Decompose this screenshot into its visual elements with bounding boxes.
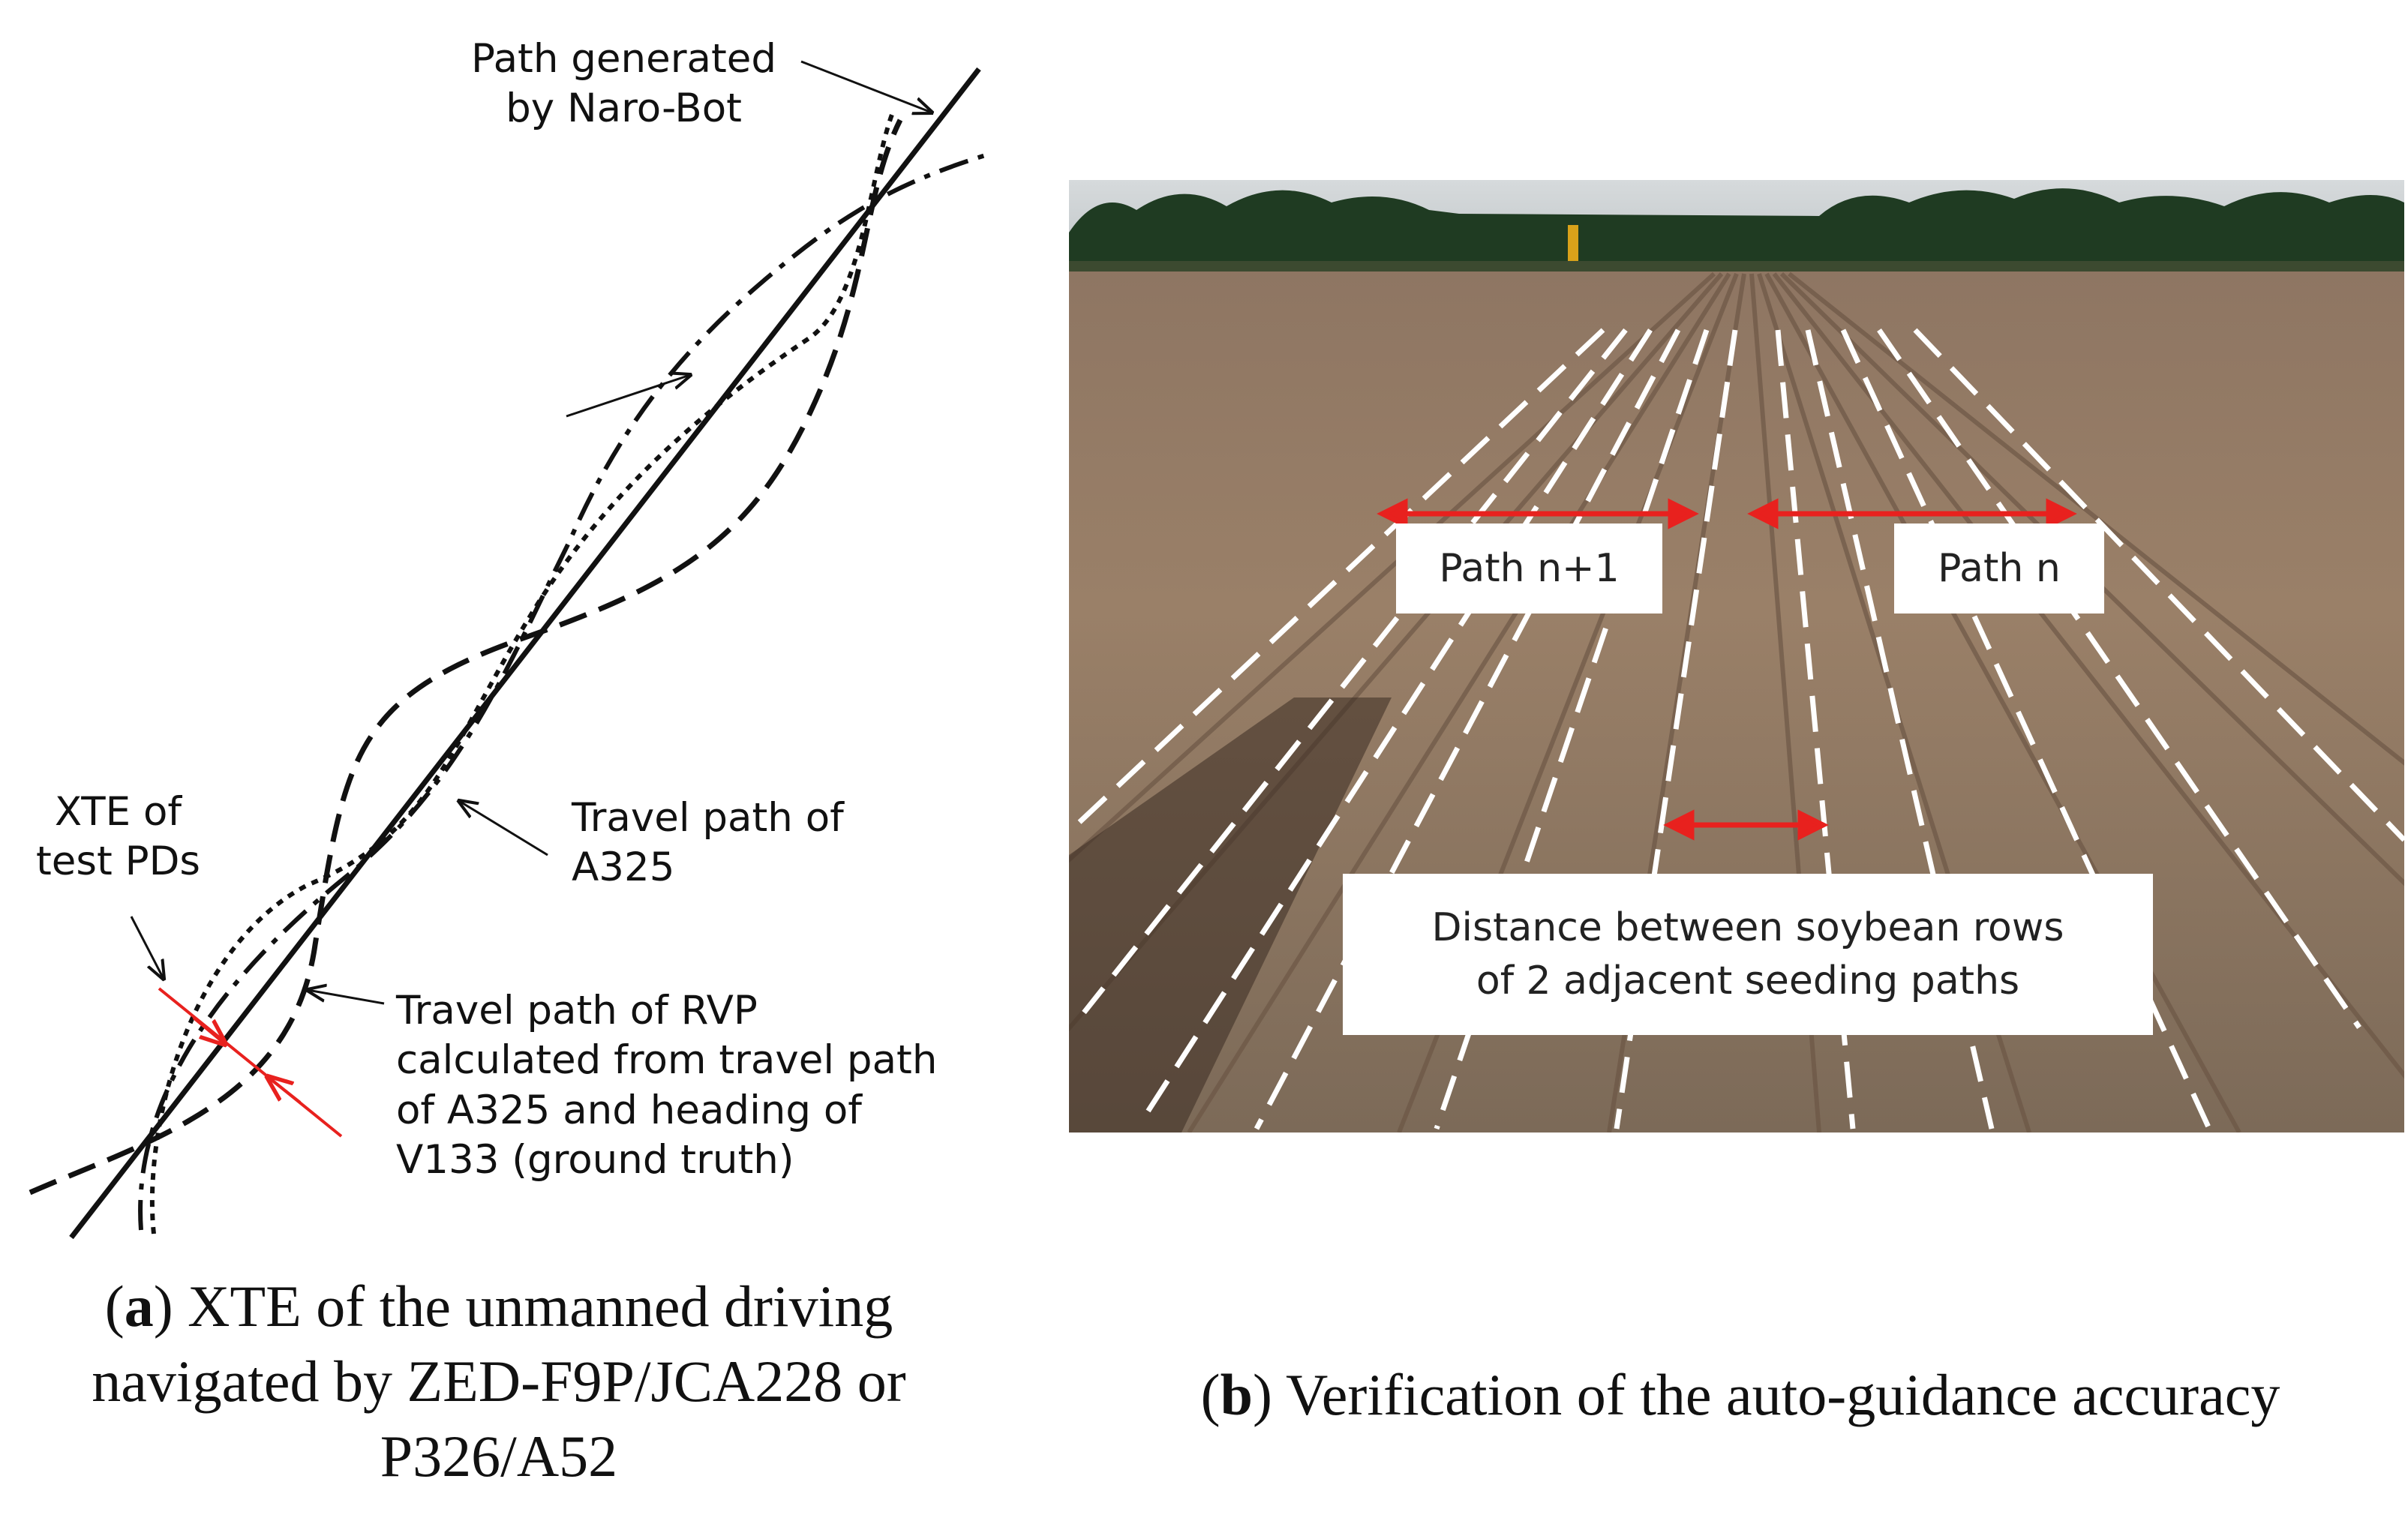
caption-a: (a) XTE of the unmanned driving navigate… xyxy=(92,1274,906,1489)
label-xte: XTE of test PDs xyxy=(36,789,201,885)
measurement-arrows xyxy=(1377,498,2077,841)
arrow-path-generated xyxy=(800,60,932,112)
xte-arrow-left xyxy=(192,1016,225,1044)
xte-diagram xyxy=(29,60,991,1240)
unmanned-driving-path-line xyxy=(138,152,991,1231)
caption-b: (b) Verification of the auto-guidance ac… xyxy=(1200,1362,2280,1427)
arrow-travel-a325 xyxy=(459,801,548,856)
panel-a-diagram: Path generated by Naro-Bot XTE of test P… xyxy=(0,0,1005,1275)
label-distance: Distance between soybean rows of 2 adjac… xyxy=(1343,874,2153,1035)
label-path-n-plus-1: Path n+1 xyxy=(1396,524,1662,614)
arrow-xte xyxy=(130,916,164,979)
xte-arrow-right xyxy=(268,1077,302,1104)
rvp-travel-path-line xyxy=(29,118,903,1196)
label-rvp: Travel path of RVP calculated from trave… xyxy=(396,988,938,1183)
field-photo: Path n+1 Path n Distance between soybean… xyxy=(1069,180,2404,1132)
label-travel-a325: Travel path of A325 xyxy=(572,795,844,891)
xte-measure-line xyxy=(158,987,343,1138)
arrow-rvp xyxy=(308,990,385,1005)
arrow-upper-path xyxy=(566,375,690,418)
label-path-generated: Path generated by Naro-Bot xyxy=(471,36,777,132)
label-path-n: Path n xyxy=(1894,524,2104,614)
